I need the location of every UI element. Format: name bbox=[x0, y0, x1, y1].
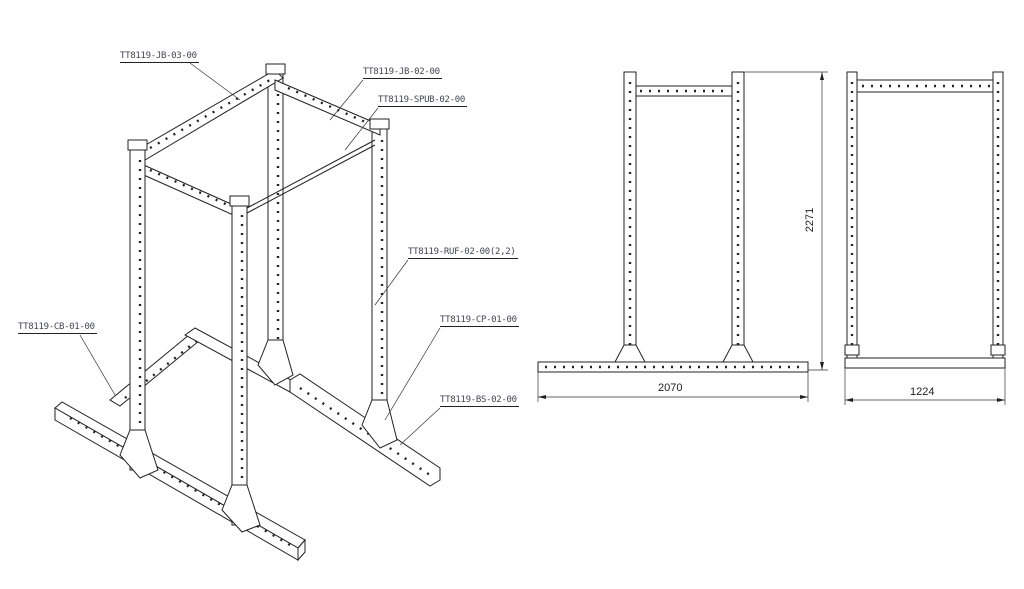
isometric-view bbox=[54, 63, 441, 562]
side-view bbox=[844, 71, 1006, 405]
part-label-jb03: TT8119-JB-03-00 bbox=[120, 51, 199, 63]
part-label-spub: TT8119-SPUB-02-00 bbox=[378, 95, 468, 107]
part-label-cp: TT8119-CP-01-00 bbox=[440, 315, 519, 327]
front-view bbox=[537, 71, 828, 402]
part-label-cb: TT8119-CB-01-00 bbox=[18, 322, 97, 334]
dimension-width: 2070 bbox=[658, 382, 683, 394]
dimension-height: 2271 bbox=[804, 207, 817, 233]
leader-lines bbox=[79, 62, 441, 446]
part-label-ruf: TT8119-RUF-02-00(2,2) bbox=[408, 247, 518, 259]
part-label-jb02: TT8119-JB-02-00 bbox=[363, 67, 442, 79]
part-label-bs: TT8119-BS-02-00 bbox=[440, 395, 519, 407]
dimension-depth: 1224 bbox=[910, 386, 935, 398]
